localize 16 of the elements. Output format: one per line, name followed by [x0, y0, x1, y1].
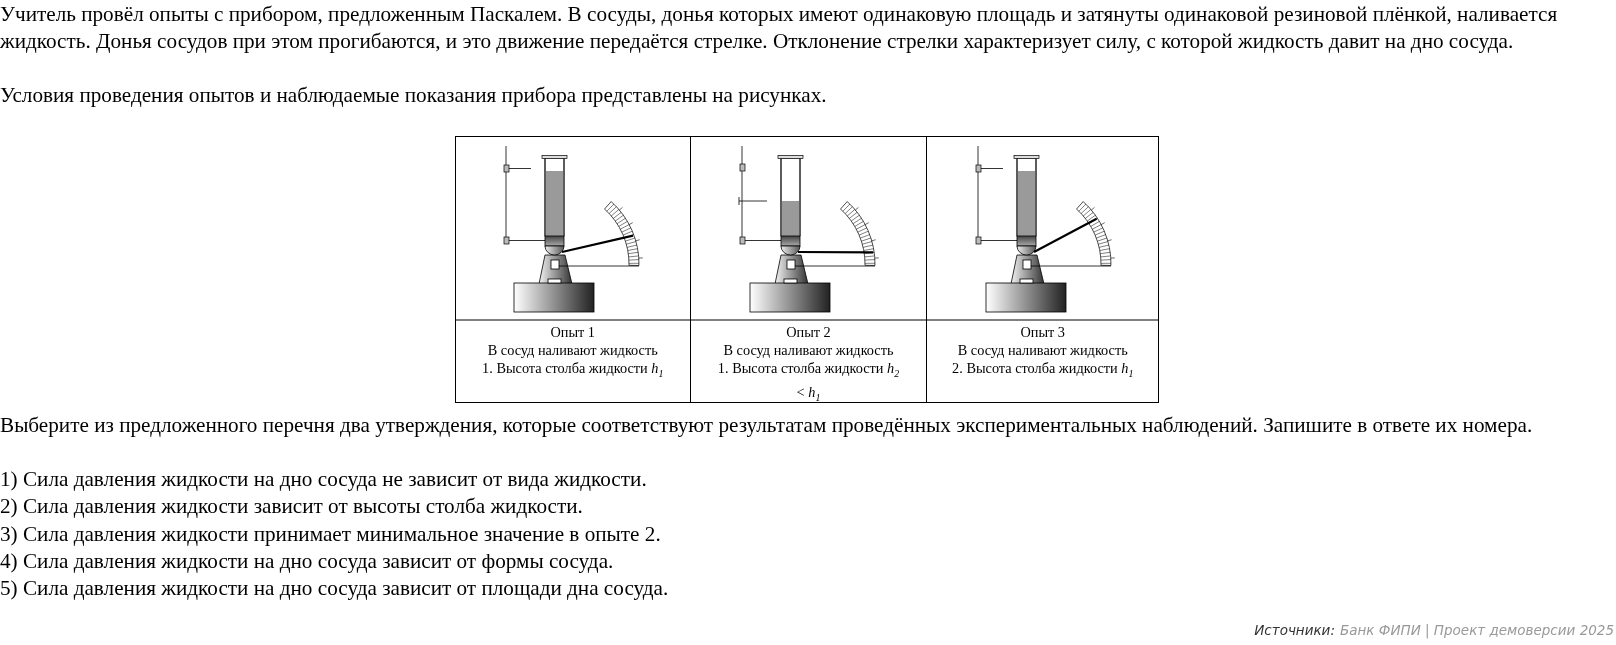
source-text: Банк ФИПИ | Проект демоверсии 2025 [1339, 622, 1614, 638]
answer-option: 1) Сила давления жидкости на дно сосуда не зависит от вида жидкости. [0, 466, 647, 493]
paragraph-text: Условия проведения опытов и наблюдаемые показания прибора представлены на рисунках. [0, 82, 828, 109]
answer-option: 5) Сила давления жидкости на дно сосуда зависит от площади дна сосуда. [0, 575, 669, 602]
experiment-description: В сосуд наливают жидкость 2. Высота столба жидкости h$_{1}$ [951, 341, 1135, 381]
answer-option: 4) Сила давления жидкости на дно сосуда зависит от формы сосуда. [0, 547, 614, 575]
source-label: Источники: [1254, 622, 1335, 638]
answer-option: 3) Сила давления жидкости принимает минимальное значение в опыте 2. [0, 520, 661, 548]
experiment-title: Опыт 2 [785, 323, 832, 341]
experiment-title: Опыт 3 [1019, 323, 1067, 341]
paragraph-text: Выберите из предложенного перечня два утверждения, которые соответствуют результатам проведённых экспериментальных наблюдений. Запишите в ответе их номера. [0, 412, 1534, 439]
paragraph-text: Учитель провёл опыты с прибором, предложенным Паскалем. В сосуды, донья которых имеют одинаковую площадь и затянуты одинаковой резиновой плёнкой, наливается жидкость. Донья сосудов при этом прогибаются, и это движение передаётся стрелке. Отклонение стрелки характеризует силу, с которой жидкость давит на дно сосуда. [0, 1, 1559, 54]
experiment-description: В сосуд наливают жидкость 1. Высота столба жидкости h$_{1}$ [481, 341, 665, 381]
experiment-description: В сосуд наливают жидкость 1. Высота столба жидкости h$_{2}$ < h$_{1}$ [717, 341, 900, 405]
experiment-title: Опыт 1 [549, 323, 597, 341]
answer-option: 2) Сила давления жидкости зависит от высоты столба жидкости. [0, 493, 583, 520]
